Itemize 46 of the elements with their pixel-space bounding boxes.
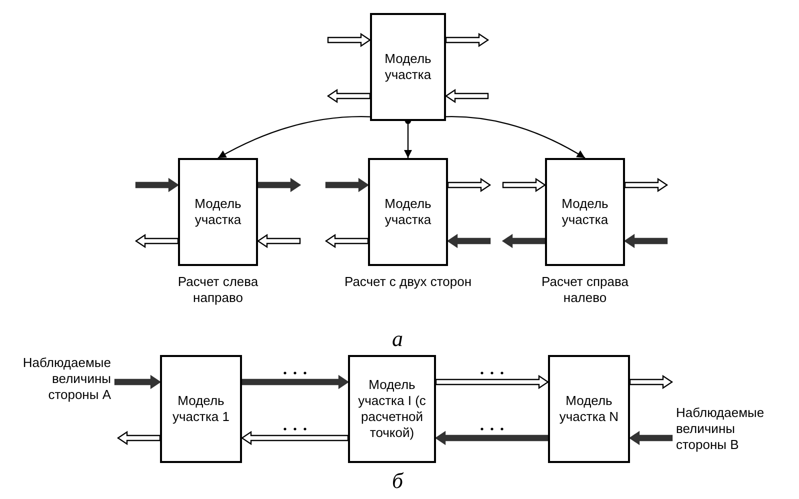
- arrow: [628, 430, 673, 446]
- caption-text: Расчет справа налево: [540, 274, 630, 306]
- arrow: [257, 178, 302, 192]
- model-box: [548, 355, 630, 463]
- model-box: [368, 158, 448, 266]
- side-label: Наблюдаемые величины стороны A: [5, 355, 115, 403]
- arrow: [241, 374, 350, 390]
- model-box: [160, 355, 242, 463]
- box-label: Модель участка: [384, 196, 432, 228]
- arrow: [134, 234, 179, 248]
- arrow: [435, 374, 550, 390]
- arrow: [502, 178, 546, 192]
- arrow: [256, 234, 301, 248]
- model-box: [545, 158, 625, 266]
- arrow: [629, 374, 674, 390]
- model-box: [348, 355, 436, 463]
- arrow: [434, 430, 549, 446]
- caption-text: Расчет с двух сторон: [343, 274, 473, 290]
- box-label: Модель участка N: [558, 393, 620, 425]
- side-label: Наблюдаемые величины стороны B: [672, 405, 772, 453]
- panel-label: б: [392, 468, 404, 494]
- arrow: [624, 178, 668, 192]
- box-label: Модель участка: [560, 196, 610, 228]
- arrow: [325, 178, 370, 192]
- arrow: [326, 88, 371, 104]
- panel-label: а: [392, 326, 403, 352]
- arrow: [324, 234, 369, 248]
- model-box: [370, 13, 446, 121]
- box-label: Модель участка 1: [171, 393, 230, 425]
- arrow: [135, 178, 180, 192]
- caption-text: Расчет слева направо: [176, 274, 260, 306]
- arrow: [116, 430, 161, 446]
- arrow: [445, 32, 490, 48]
- box-label: Модель участка: [194, 196, 242, 228]
- arrow: [404, 121, 412, 158]
- arrow: [502, 234, 546, 248]
- arrow: [114, 374, 162, 390]
- arrow: [327, 32, 372, 48]
- arrow: [444, 88, 489, 104]
- arrow: [447, 178, 492, 192]
- box-label: Модель участка: [384, 51, 432, 83]
- model-box: [178, 158, 258, 266]
- box-label: Модель участка I (с расчетной точкой): [357, 377, 427, 441]
- arrow: [624, 234, 668, 248]
- arrow: [446, 234, 491, 248]
- arrow: [240, 430, 349, 446]
